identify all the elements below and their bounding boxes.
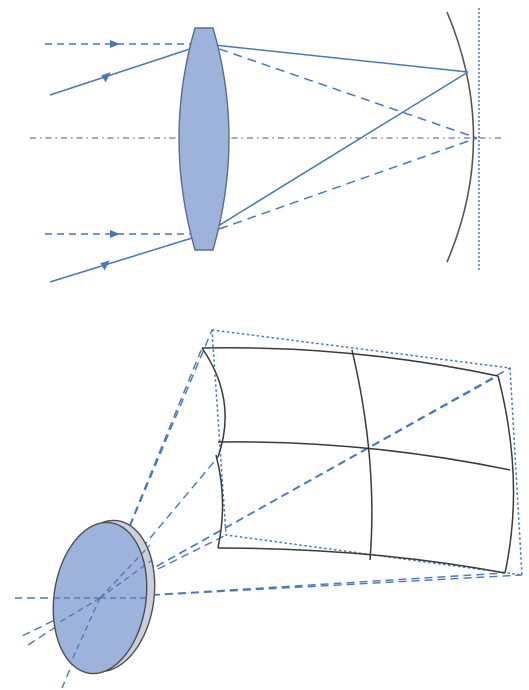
- ray-solid-bottom-out: [204, 71, 469, 235]
- biconvex-lens: [178, 27, 230, 251]
- ray-solid-top-in: [49, 43, 206, 96]
- curved-focal-surface: [446, 11, 475, 263]
- arrow-solid-top: [101, 72, 111, 83]
- rays-over-lens: [55, 544, 153, 661]
- arrow-dashed-top: [110, 40, 120, 48]
- bottom-panel: [15, 329, 523, 689]
- arrow-solid-bottom: [100, 260, 110, 271]
- top-panel: [30, 8, 505, 283]
- flat-image-plane-bottom: [211, 329, 523, 576]
- arrow-dashed-bottom: [110, 230, 120, 238]
- curved-image-grid: [201, 347, 515, 574]
- ray-solid-top-out: [204, 43, 469, 73]
- ray-solid-bottom-in: [49, 233, 206, 283]
- ray-dashed-bottom-out: [204, 137, 478, 235]
- ray-dashed-top-out: [204, 43, 478, 139]
